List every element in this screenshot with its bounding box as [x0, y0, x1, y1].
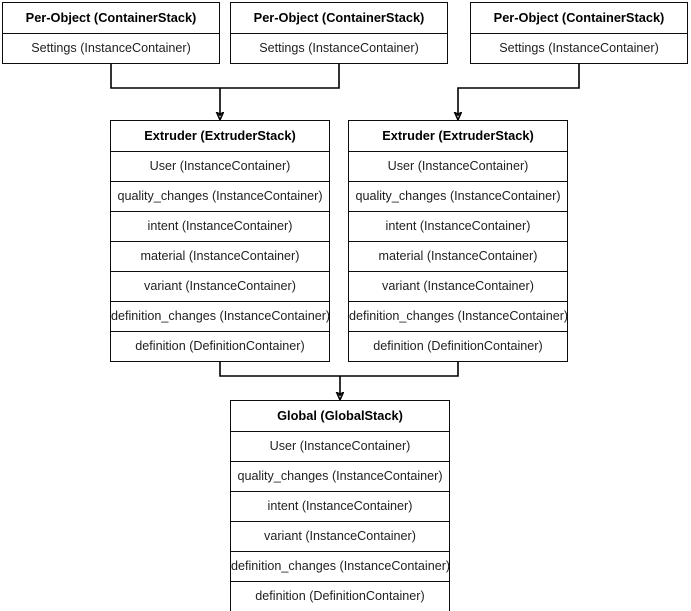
node-row-definition-changes: definition_changes (InstanceContainer) — [111, 301, 329, 331]
edge-per-object-1-to-extruder-0 — [220, 60, 340, 89]
node-header: Per-Object (ContainerStack) — [253, 10, 425, 25]
node-row-material: material (InstanceContainer) — [349, 241, 567, 271]
edge-extruder-0-to-global — [219, 360, 340, 377]
node-row-user: User (InstanceContainer) — [231, 431, 449, 461]
per-object-stack-node-2[interactable]: Per-Object (ContainerStack) Settings (In… — [470, 2, 688, 64]
node-row-quality-changes: quality_changes (InstanceContainer) — [111, 181, 329, 211]
global-stack-node[interactable]: Global (GlobalStack) User (InstanceConta… — [230, 400, 450, 611]
node-row-settings: Settings (InstanceContainer) — [231, 33, 447, 63]
edge-extruder-1-to-global — [340, 360, 459, 377]
node-header: Extruder (ExtruderStack) — [382, 128, 534, 143]
node-header: Per-Object (ContainerStack) — [493, 10, 665, 25]
extruder-stack-node-1[interactable]: Extruder (ExtruderStack) User (InstanceC… — [348, 120, 568, 362]
per-object-stack-node-0[interactable]: Per-Object (ContainerStack) Settings (In… — [2, 2, 220, 64]
node-row-settings: Settings (InstanceContainer) — [471, 33, 687, 63]
node-row-definition-changes: definition_changes (InstanceContainer) — [231, 551, 449, 581]
node-row-intent: intent (InstanceContainer) — [111, 211, 329, 241]
node-row-variant: variant (InstanceContainer) — [111, 271, 329, 301]
node-row-quality-changes: quality_changes (InstanceContainer) — [231, 461, 449, 491]
per-object-stack-node-1[interactable]: Per-Object (ContainerStack) Settings (In… — [230, 2, 448, 64]
node-row-user: User (InstanceContainer) — [349, 151, 567, 181]
extruder-stack-node-0[interactable]: Extruder (ExtruderStack) User (InstanceC… — [110, 120, 330, 362]
node-row-definition: definition (DefinitionContainer) — [349, 331, 567, 361]
node-row-material: material (InstanceContainer) — [111, 241, 329, 271]
edge-per-object-0-to-extruder-0 — [110, 60, 220, 89]
node-row-quality-changes: quality_changes (InstanceContainer) — [349, 181, 567, 211]
node-row-variant: variant (InstanceContainer) — [349, 271, 567, 301]
node-row-intent: intent (InstanceContainer) — [349, 211, 567, 241]
node-row-definition-changes: definition_changes (InstanceContainer) — [349, 301, 567, 331]
node-header: Per-Object (ContainerStack) — [25, 10, 197, 25]
node-row-settings: Settings (InstanceContainer) — [3, 33, 219, 63]
node-header: Extruder (ExtruderStack) — [144, 128, 296, 143]
node-row-variant: variant (InstanceContainer) — [231, 521, 449, 551]
node-row-user: User (InstanceContainer) — [111, 151, 329, 181]
node-header: Global (GlobalStack) — [277, 408, 403, 423]
edge-per-object-2-to-extruder-1 — [458, 60, 580, 116]
node-row-definition: definition (DefinitionContainer) — [111, 331, 329, 361]
node-row-definition: definition (DefinitionContainer) — [231, 581, 449, 611]
node-row-intent: intent (InstanceContainer) — [231, 491, 449, 521]
